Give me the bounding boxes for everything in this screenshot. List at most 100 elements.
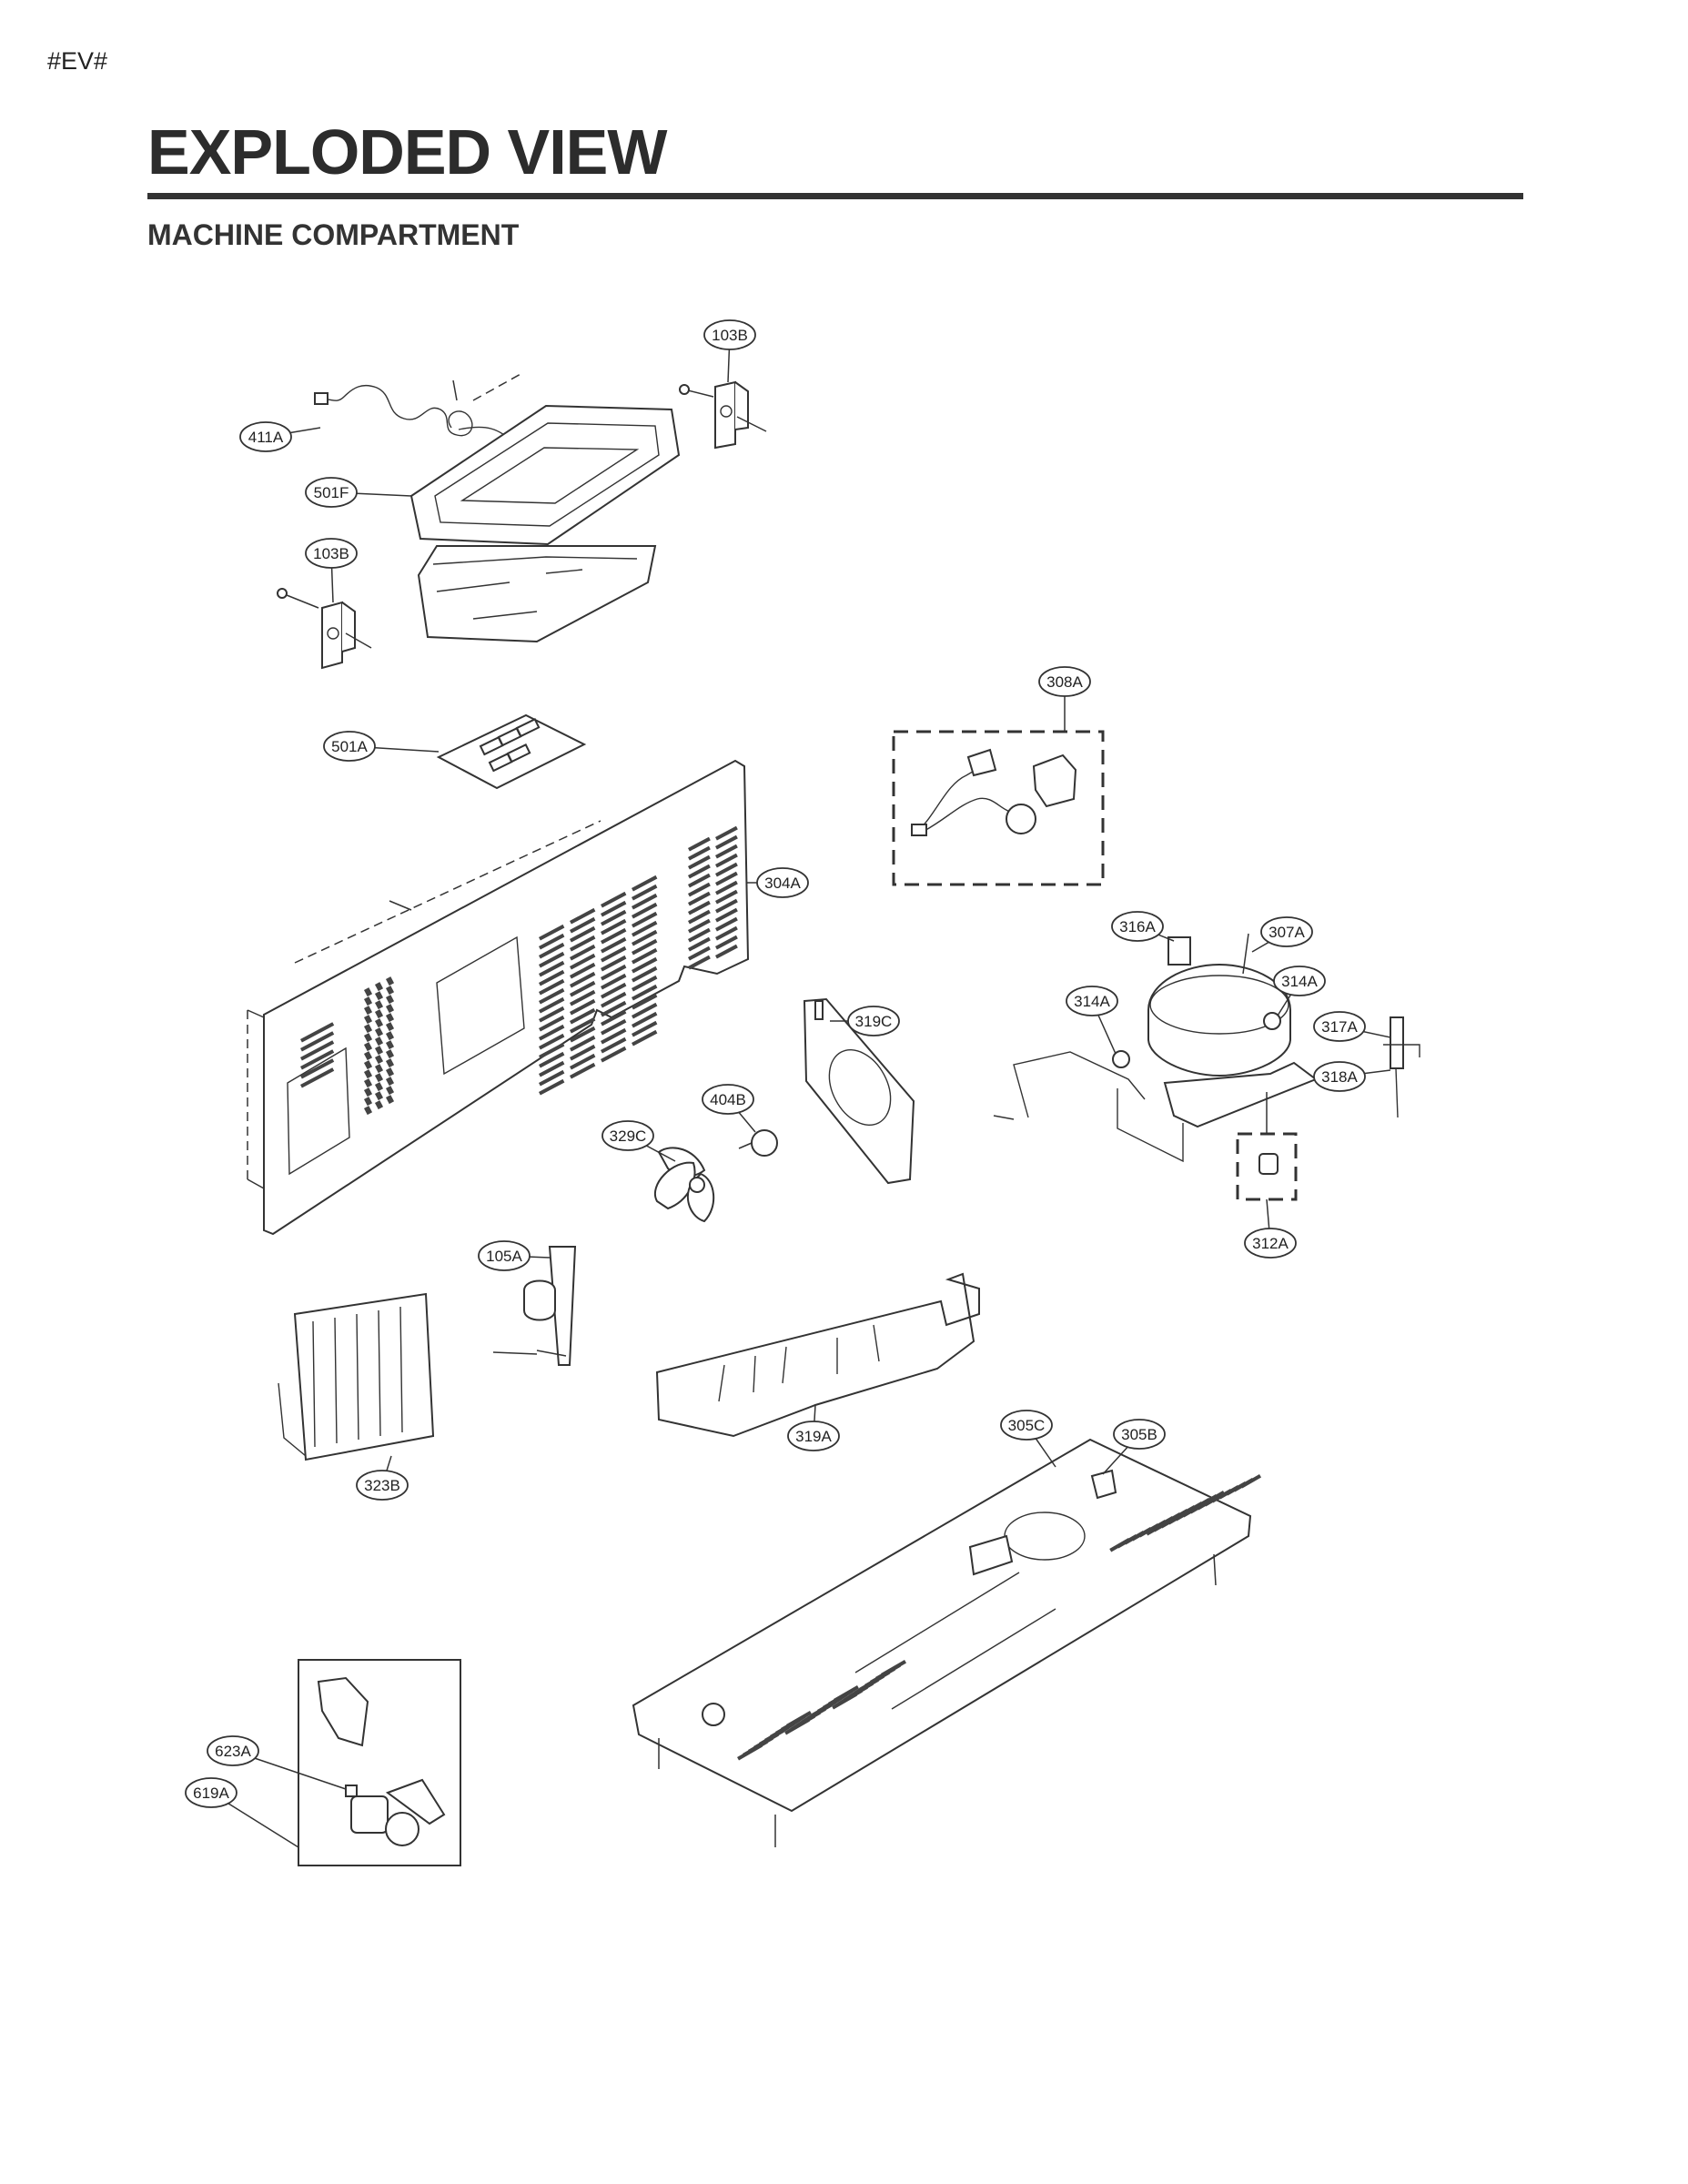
vent-slot xyxy=(386,1022,395,1032)
vent-slot xyxy=(570,1035,596,1052)
vent-slot xyxy=(601,991,627,1008)
vent-slot xyxy=(374,1064,384,1074)
part-501F-cover xyxy=(409,404,681,643)
vent-slot xyxy=(364,1033,373,1043)
vent-slot xyxy=(364,1051,373,1061)
vent-slot xyxy=(570,935,596,952)
vent-slot xyxy=(714,853,738,868)
callout-c619A: 619A xyxy=(185,1777,238,1808)
vent-slot xyxy=(386,1031,395,1041)
vent-slot xyxy=(386,1086,395,1096)
base-vent-slot xyxy=(1240,1473,1262,1489)
vent-slot xyxy=(385,1040,395,1050)
callout-c319C: 319C xyxy=(847,1006,900,1036)
vent-slot xyxy=(539,1024,565,1041)
screw-501F xyxy=(452,379,458,401)
vent-slot xyxy=(299,1040,335,1061)
callout-c318A: 318A xyxy=(1313,1061,1366,1092)
vent-slot xyxy=(375,1009,384,1019)
vent-slot xyxy=(688,845,711,861)
vent-slot xyxy=(715,898,738,914)
callout-label: 318A xyxy=(1321,1068,1358,1086)
vent-slot xyxy=(688,873,711,888)
vent-slot xyxy=(632,947,658,965)
vent-slot xyxy=(570,962,596,979)
callout-label: 312A xyxy=(1252,1235,1289,1252)
callout-c329C: 329C xyxy=(601,1120,654,1151)
callout-c623A: 623A xyxy=(207,1735,259,1766)
vent-slot xyxy=(570,925,596,943)
part-623A-clip xyxy=(345,1785,358,1797)
vent-slot xyxy=(570,944,596,961)
vent-slot xyxy=(364,1024,373,1034)
page-tag: #EV# xyxy=(47,47,108,75)
vent-slot xyxy=(375,1100,384,1110)
part-103B-bracket-left xyxy=(277,588,372,670)
callout-label: 323B xyxy=(364,1477,400,1494)
vent-slot xyxy=(364,987,373,997)
vent-slot xyxy=(539,1015,565,1032)
part-619A-valve xyxy=(317,1676,446,1846)
part-304A-back-panel xyxy=(247,759,750,1236)
vent-slot xyxy=(299,1049,335,1070)
vent-slot xyxy=(300,1022,335,1043)
vent-slot xyxy=(714,925,738,941)
part-103B-bracket-top xyxy=(679,380,767,450)
vent-slot xyxy=(632,993,658,1010)
vent-slot xyxy=(386,1095,395,1105)
vent-slot xyxy=(687,891,711,906)
vent-slot xyxy=(386,1067,395,1077)
part-501A-control-board xyxy=(436,713,587,790)
callout-label: 619A xyxy=(193,1785,229,1802)
callout-c307A: 307A xyxy=(1260,916,1313,947)
page-title: EXPLODED VIEW xyxy=(147,116,667,187)
vent-slot xyxy=(570,989,596,1006)
vent-slot xyxy=(570,1062,596,1079)
vent-slot xyxy=(601,891,627,908)
callout-label: 329C xyxy=(610,1127,647,1145)
vent-slot xyxy=(570,971,596,988)
vent-slot xyxy=(375,1018,384,1028)
vent-slot xyxy=(386,995,395,1005)
base-vent-slot xyxy=(881,1659,906,1677)
vent-slot xyxy=(601,909,627,926)
vent-slot xyxy=(714,944,738,959)
vent-slot xyxy=(570,1026,596,1043)
callout-label: 316A xyxy=(1119,918,1156,935)
vent-slot xyxy=(364,1097,373,1107)
vent-slot xyxy=(632,929,658,946)
callout-c314A_left: 314A xyxy=(1066,986,1118,1016)
vent-slot xyxy=(631,893,658,910)
vent-slot xyxy=(539,933,565,950)
vent-slot xyxy=(364,996,373,1006)
part-319A-drain-tray xyxy=(655,1272,980,1438)
callout-label: 305B xyxy=(1121,1426,1157,1443)
part-411A-power-cord xyxy=(314,384,516,445)
vent-slot xyxy=(539,978,565,996)
vent-slot xyxy=(363,1106,373,1116)
vent-slot xyxy=(538,1069,565,1087)
callout-label: 411A xyxy=(248,429,284,446)
vent-slot xyxy=(601,964,627,981)
vent-slot xyxy=(601,918,627,935)
vent-slot xyxy=(688,836,711,852)
vent-slot xyxy=(714,880,738,895)
callout-c404B: 404B xyxy=(702,1084,754,1115)
vent-slot xyxy=(601,1018,627,1036)
vent-slot xyxy=(631,1020,658,1037)
vent-slot xyxy=(714,871,738,886)
vent-slot xyxy=(538,1006,565,1023)
callout-c305B: 305B xyxy=(1113,1419,1166,1450)
vent-slot xyxy=(601,900,627,917)
vent-slot xyxy=(632,984,658,1001)
callout-label: 305C xyxy=(1008,1417,1046,1434)
vent-slot xyxy=(570,1044,596,1061)
vent-slot xyxy=(632,875,658,892)
vent-slot xyxy=(632,884,658,901)
vent-slot xyxy=(570,953,596,970)
vent-slot xyxy=(714,907,738,923)
callout-c317A: 317A xyxy=(1313,1011,1366,1042)
vent-slot xyxy=(632,920,658,937)
vent-slot xyxy=(538,996,565,1014)
vent-slot xyxy=(714,825,738,841)
